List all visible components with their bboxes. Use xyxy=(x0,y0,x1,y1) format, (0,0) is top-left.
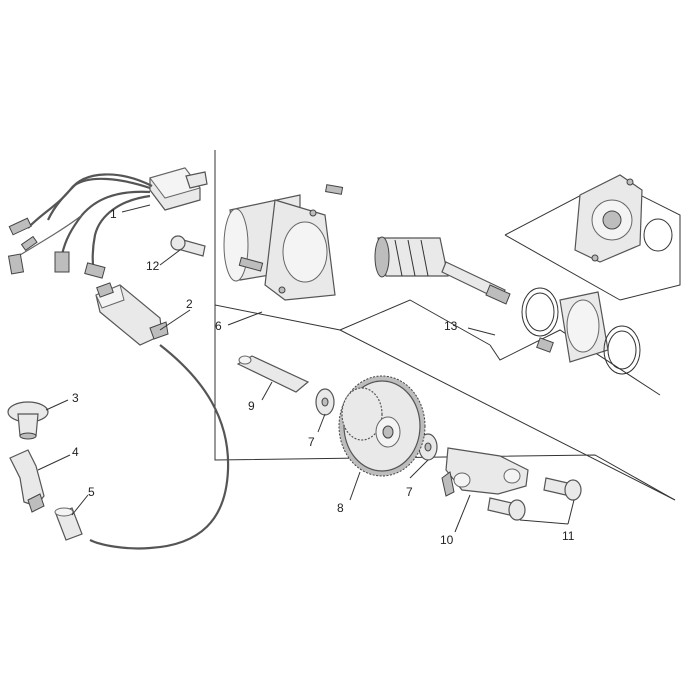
callout-9: 9 xyxy=(248,399,255,413)
cap-sleeve xyxy=(54,507,83,541)
callout-12: 12 xyxy=(146,259,160,273)
armature xyxy=(374,236,511,305)
gear-bracket xyxy=(441,447,529,497)
callout-1: 1 xyxy=(110,207,117,221)
plug-cap xyxy=(9,449,45,513)
starter-motor xyxy=(223,184,344,301)
callout-2: 2 xyxy=(186,297,193,311)
cover-outline xyxy=(504,179,681,301)
callout-7-left: 7 xyxy=(308,435,315,449)
washer-left xyxy=(315,388,335,416)
ignition-coil xyxy=(89,282,230,550)
brush-holder-kit xyxy=(521,287,641,375)
rubber-boot xyxy=(7,401,49,440)
regulator-module xyxy=(7,167,208,279)
bolt-upper xyxy=(543,477,582,501)
callout-7-right: 7 xyxy=(406,485,413,499)
callout-4: 4 xyxy=(72,445,79,459)
bolt-lower xyxy=(487,497,526,521)
callout-5: 5 xyxy=(88,485,95,499)
end-cover xyxy=(574,174,673,263)
callout-8: 8 xyxy=(337,501,344,515)
callout-6: 6 xyxy=(215,319,222,333)
idler-shaft xyxy=(236,355,310,393)
starter-bolt xyxy=(170,235,206,257)
callout-13: 13 xyxy=(444,319,458,333)
callout-11: 11 xyxy=(562,529,575,543)
leader-lines xyxy=(37,204,575,533)
callout-3: 3 xyxy=(72,391,79,405)
callout-10: 10 xyxy=(440,533,454,547)
idler-gear xyxy=(338,375,426,477)
